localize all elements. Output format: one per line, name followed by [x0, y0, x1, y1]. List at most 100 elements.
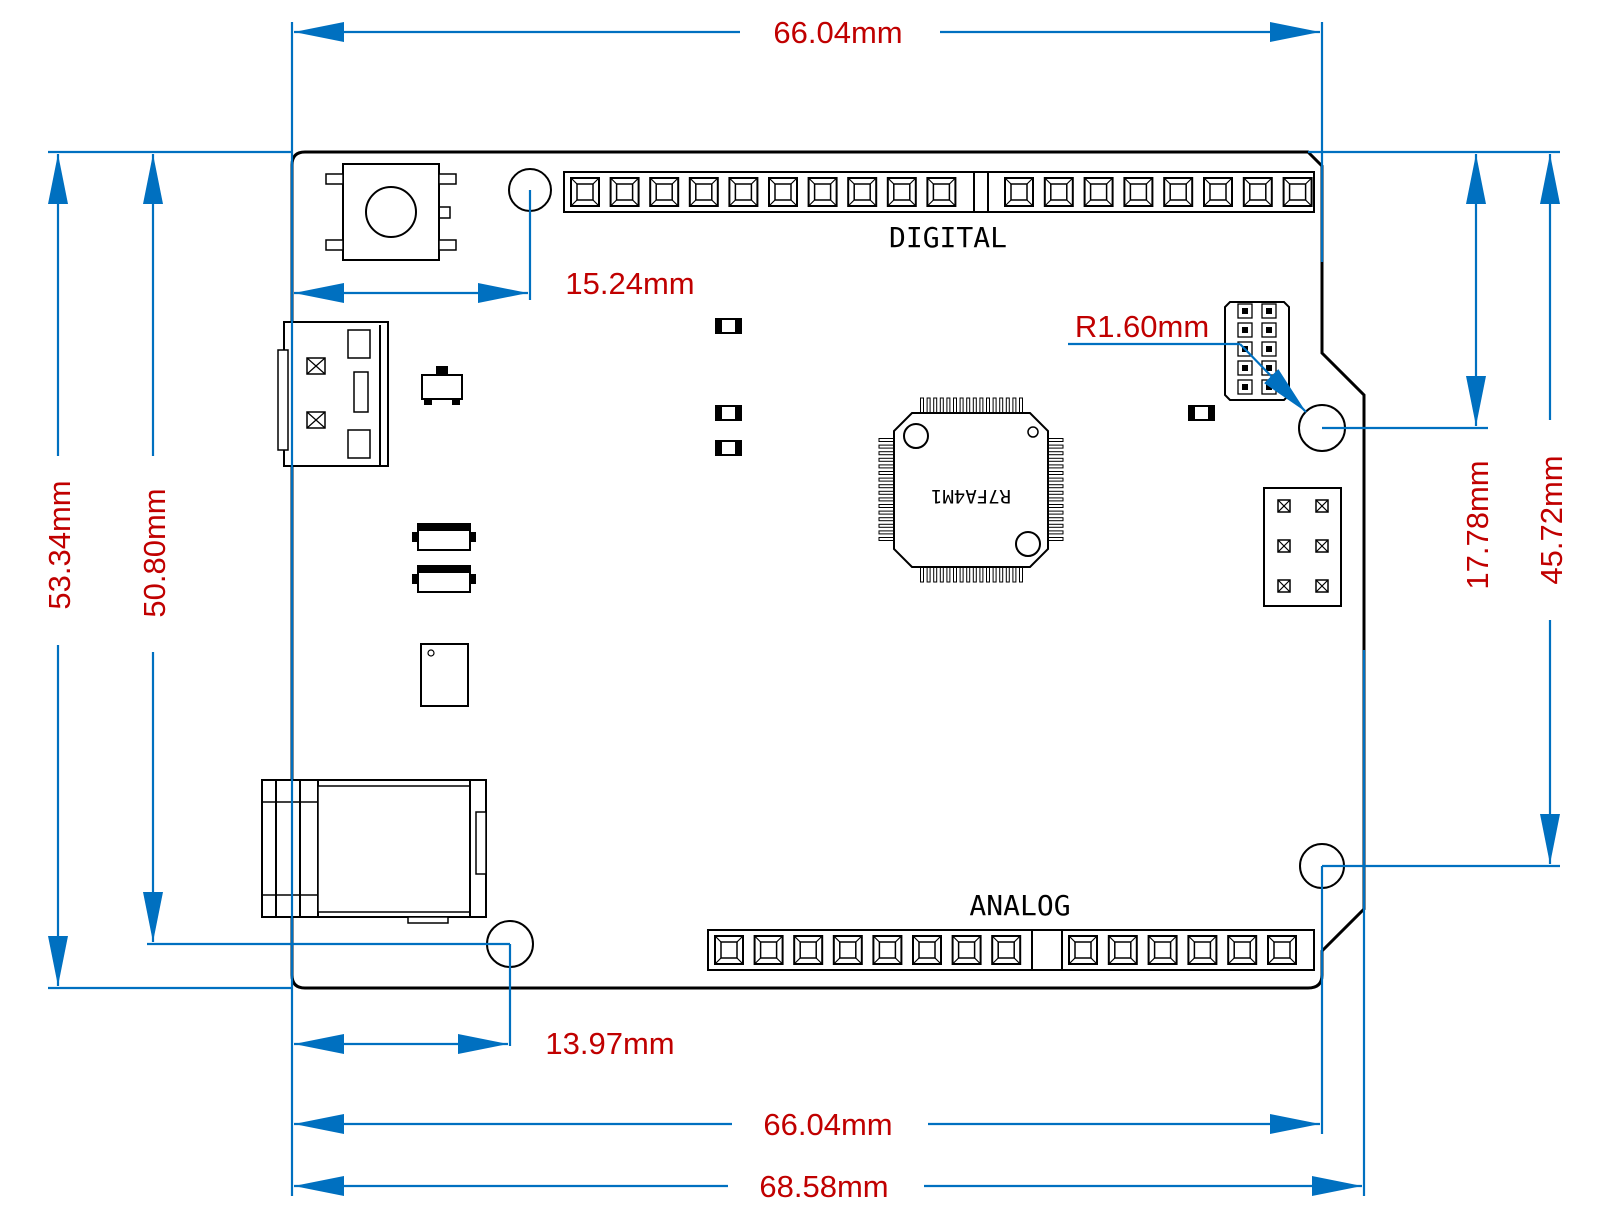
mcu-pin: [920, 397, 924, 414]
mcu-pin: [966, 397, 971, 414]
smd-led-1: [715, 318, 742, 334]
analog-pin: [1068, 935, 1098, 965]
analog-pin: [1107, 935, 1138, 965]
digital-pin: [1242, 177, 1273, 207]
mcu-pin: [878, 523, 895, 528]
mcu-pin: [920, 566, 924, 583]
diode-2: [412, 565, 476, 593]
mcu-pin: [986, 566, 990, 583]
small-header-pin: [1237, 360, 1253, 376]
analog-pin: [912, 935, 942, 965]
mcu-pin: [1012, 566, 1017, 583]
dim-overall-width: 68.58mm: [759, 1169, 888, 1204]
board: DIGITAL ANALOG: [261, 150, 1366, 990]
icsp-pin: [1315, 579, 1329, 593]
mcu-pin: [979, 397, 984, 414]
mcu-pin: [878, 490, 895, 495]
analog-pin: [1227, 935, 1258, 965]
digital-pin: [570, 177, 600, 207]
mcu-pin: [878, 477, 895, 482]
voltage-regulator: [421, 366, 463, 405]
mcu-pin: [878, 451, 895, 456]
mcu-pin: [1047, 510, 1064, 515]
mcu-pin: [878, 438, 895, 442]
mcu-pin: [999, 566, 1004, 583]
analog-pin: [793, 935, 824, 965]
mcu-pin: [999, 397, 1004, 414]
mcu-pin: [939, 566, 944, 583]
dim-top-hole-offset: 15.24mm: [565, 266, 694, 301]
mcu-pin: [878, 471, 895, 475]
mcu-pin: [1047, 523, 1064, 528]
mcu-chip: R7FA4M1: [878, 397, 1064, 583]
digital-pin: [1163, 177, 1194, 207]
mcu-pin: [1047, 517, 1064, 522]
mcu-pin: [972, 566, 977, 583]
icsp-pin: [1277, 539, 1291, 553]
reset-button-component: [325, 163, 457, 261]
mcu-pin: [1047, 457, 1064, 462]
analog-pin: [1187, 935, 1218, 965]
mcu-pin: [959, 397, 964, 414]
small-header-pin: [1237, 303, 1253, 319]
mcu-pin: [953, 397, 957, 414]
mcu-pin: [986, 397, 990, 414]
mcu-pin: [878, 517, 895, 522]
analog-pin: [1267, 935, 1297, 965]
dim-hole-radius: R1.60mm: [1075, 309, 1209, 344]
mcu-pin: [878, 537, 895, 541]
dimension-labels: 66.04mm 66.04mm 68.58mm 15.24mm 13.97mm …: [42, 15, 1569, 1204]
mcu-pin: [878, 504, 895, 508]
mcu-pin: [1047, 484, 1064, 489]
digital-pin: [1282, 177, 1313, 207]
digital-pin: [1004, 177, 1034, 207]
analog-pin: [832, 935, 863, 965]
mcu-pin: [1047, 444, 1064, 449]
mcu-pin: [878, 457, 895, 462]
digital-pin: [847, 177, 878, 207]
mcu-pin: [933, 566, 938, 583]
mcu-pin: [1047, 471, 1064, 475]
smd-led-3: [715, 440, 742, 456]
dim-bottom-width: 66.04mm: [763, 1107, 892, 1142]
diode-1: [412, 523, 476, 551]
digital-label: DIGITAL: [889, 221, 1007, 254]
small-header-pin: [1261, 322, 1277, 338]
digital-pin: [1203, 177, 1233, 207]
smd-led-2: [715, 405, 742, 421]
dim-top-width: 66.04mm: [773, 15, 902, 50]
dimension-lines: [48, 21, 1560, 1196]
digital-pin: [807, 177, 838, 207]
mcu-pin: [959, 566, 964, 583]
digital-pin: [768, 177, 798, 207]
analog-pin: [753, 935, 784, 965]
mcu-pin: [953, 566, 957, 583]
mcu-pin: [1047, 477, 1064, 482]
mcu-label: R7FA4M1: [931, 485, 1011, 507]
icsp-header-2x3: [1263, 487, 1342, 607]
digital-pin: [886, 177, 917, 207]
small-header-pin: [1261, 379, 1277, 395]
mcu-pin: [1047, 451, 1064, 456]
mcu-pin: [1047, 464, 1064, 469]
digital-pin: [649, 177, 680, 207]
mcu-pin: [992, 397, 997, 414]
crystal: [420, 643, 469, 707]
mcu-pin: [1047, 438, 1064, 442]
analog-pin: [872, 935, 903, 965]
dim-right-height-outer: 45.72mm: [1534, 455, 1569, 584]
digital-pin: [926, 177, 957, 207]
dim-left-height-inner: 50.80mm: [137, 488, 172, 617]
digital-header: [563, 171, 1315, 213]
analog-header: [707, 929, 1315, 971]
digital-pin: [688, 177, 719, 207]
digital-pin: [1043, 177, 1074, 207]
digital-pin: [728, 177, 759, 207]
mcu-pin: [933, 397, 938, 414]
mcu-pin: [878, 530, 895, 535]
mcu-pin: [946, 397, 951, 414]
dc-power-jack: [261, 779, 487, 924]
mcu-pin: [878, 464, 895, 469]
mcu-pin: [1047, 530, 1064, 535]
